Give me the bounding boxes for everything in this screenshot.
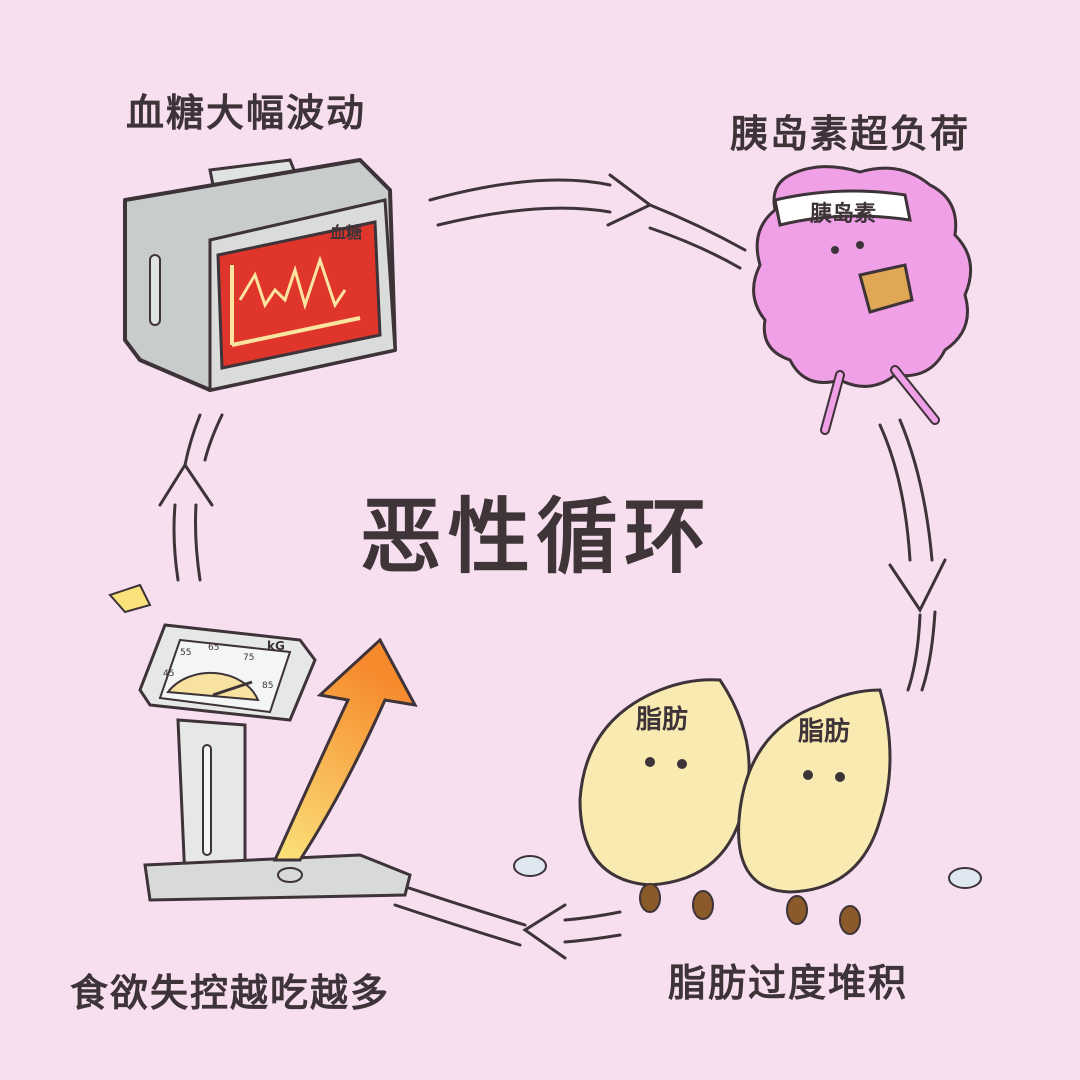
- glucose-monitor: 血糖: [123, 158, 397, 392]
- scale-tick-55: 55: [180, 648, 191, 658]
- arrow-right: [878, 418, 947, 692]
- scale-tick-85: 85: [262, 681, 273, 691]
- fat-label-right: 脂肪: [798, 717, 850, 747]
- fat-characters: 脂肪 脂肪: [513, 678, 982, 935]
- stage-label-insulin: 胰岛素超负荷: [730, 112, 971, 156]
- scale-tick-65: 65: [208, 643, 219, 653]
- arrow-up-icon: [272, 637, 418, 862]
- scale-tick-75: 75: [243, 653, 254, 663]
- arrow-top: [428, 173, 747, 270]
- fat-label-left: 脂肪: [636, 705, 688, 735]
- stage-label-fat: 脂肪过度堆积: [668, 961, 909, 1005]
- arrow-left: [158, 413, 224, 582]
- monitor-screen-label: 血糖: [330, 223, 362, 242]
- scale-tick-45: 45: [163, 669, 174, 679]
- insulin-character: 胰岛素: [752, 165, 973, 435]
- scale-unit: kG: [267, 639, 285, 653]
- arrow-bottom: [393, 883, 622, 960]
- main-title: 恶性循环: [360, 490, 713, 585]
- stage-label-blood-sugar: 血糖大幅波动: [126, 91, 367, 135]
- headband-label: 胰岛素: [810, 201, 876, 227]
- stage-label-appetite: 食欲失控越吃越多: [70, 971, 391, 1015]
- weight-scale: 45 55 65 75 85 kG: [108, 583, 418, 902]
